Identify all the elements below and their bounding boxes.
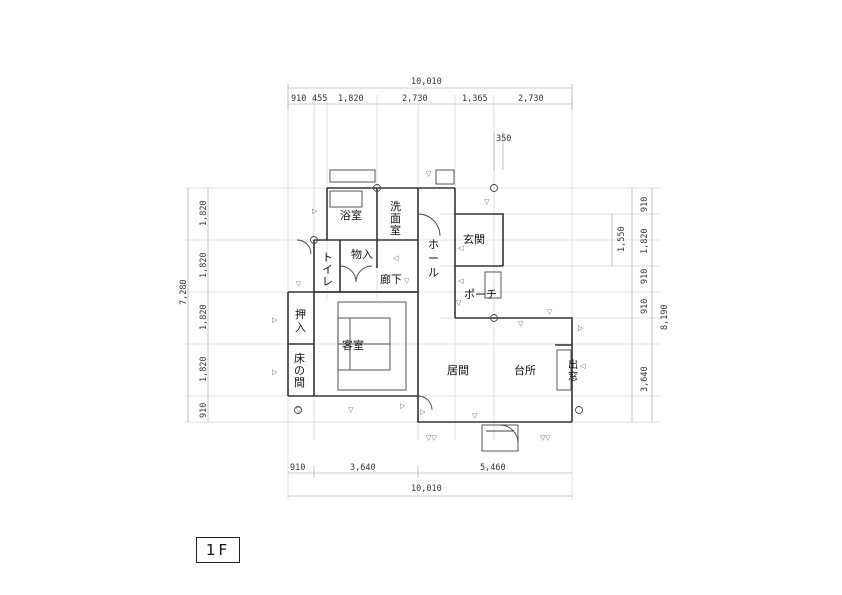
dim-top-seg-3: 1,820 bbox=[338, 94, 364, 104]
window-mark-3: ▽ bbox=[296, 406, 302, 414]
grid-lines bbox=[185, 95, 660, 500]
dimension-top: 10,010 910 455 1,820 2,730 1,365 2,730 3… bbox=[287, 77, 573, 170]
dim-right-seg-2: 1,820 bbox=[640, 228, 650, 254]
room-entrance: 玄関 bbox=[463, 232, 485, 246]
dim-bottom-seg-1: 910 bbox=[290, 463, 305, 473]
dim-top-seg-5: 1,365 bbox=[462, 94, 488, 104]
double-mark-1: ▽▽ bbox=[426, 434, 437, 442]
room-alcove-char-3: 間 bbox=[294, 376, 305, 389]
side-mark-2: ▷ bbox=[272, 368, 278, 376]
dim-left-seg-1: 1,820 bbox=[199, 200, 209, 226]
room-kitchen: 台所 bbox=[514, 363, 536, 377]
dim-right-seg-3: 910 bbox=[640, 269, 650, 284]
dim-left-seg-2: 1,820 bbox=[199, 252, 209, 278]
floor-label: 1F bbox=[196, 537, 240, 563]
dim-top-seg-6: 2,730 bbox=[518, 94, 544, 104]
room-hall-char-1: ホ bbox=[428, 238, 439, 251]
dim-right-inner: 1,550 bbox=[617, 226, 627, 252]
room-hall-char-3: ル bbox=[428, 266, 439, 279]
room-porch: ポーチ bbox=[464, 288, 497, 301]
side-mark-left-2: ◁ bbox=[458, 244, 464, 252]
dim-bottom-seg-3: 5,460 bbox=[480, 463, 506, 473]
dim-right-seg-1: 910 bbox=[640, 197, 650, 212]
dim-bottom-seg-2: 3,640 bbox=[350, 463, 376, 473]
window-mark-6: ▽ bbox=[456, 299, 462, 307]
window-mark-2: ▽ bbox=[296, 280, 302, 288]
room-toilet-char-3: レ bbox=[322, 275, 333, 288]
side-mark-6: ▷ bbox=[578, 324, 584, 332]
room-labels: 浴室 洗 面 室 物入 ト イ レ 廊下 ホ ー ル 玄関 ポーチ 押 入 客室… bbox=[294, 200, 578, 389]
dimension-right: 1,550 910 1,820 910 910 3,640 8,190 bbox=[611, 188, 670, 422]
side-mark-4: ▷ bbox=[400, 402, 406, 410]
room-closet-char-2: 入 bbox=[295, 321, 306, 334]
side-mark-1: ▷ bbox=[272, 316, 278, 324]
room-guest: 客室 bbox=[342, 338, 364, 352]
room-washroom-char-1: 洗 bbox=[390, 200, 401, 213]
window-mark-9: ▽ bbox=[484, 198, 490, 206]
side-mark-5: ▷ bbox=[420, 408, 426, 416]
room-storage: 物入 bbox=[351, 247, 373, 261]
double-mark-2: ▽▽ bbox=[540, 434, 551, 442]
dim-bottom-total: 10,010 bbox=[411, 484, 442, 494]
dimension-left: 7,280 1,820 1,820 1,820 1,820 910 bbox=[179, 188, 209, 422]
room-alcove-char-2: の bbox=[294, 364, 305, 377]
dimension-bottom: 910 3,640 5,460 10,010 bbox=[288, 463, 572, 497]
window-mark-8: ▽ bbox=[518, 320, 524, 328]
dim-left-seg-5: 910 bbox=[199, 403, 209, 418]
room-living: 居間 bbox=[447, 364, 469, 377]
window-mark-5: ▽ bbox=[547, 308, 553, 316]
dim-left-seg-3: 1,820 bbox=[199, 304, 209, 330]
walls bbox=[287, 169, 583, 452]
room-alcove-char-1: 床 bbox=[294, 351, 305, 365]
room-hall-char-2: ー bbox=[428, 252, 439, 265]
room-bay-char-2: 窓 bbox=[568, 370, 578, 383]
room-corridor: 廊下 bbox=[380, 272, 402, 286]
dim-right-seg-5: 3,640 bbox=[640, 366, 650, 392]
window-mark-7: ▽ bbox=[472, 412, 478, 420]
window-mark-1: ▽ bbox=[426, 170, 432, 178]
room-bay-char-1: 出 bbox=[568, 358, 578, 371]
window-marks: ▽ ▽ ▽ ▽ ▽ ▽ ▽ ▽ ▽ ▽ ▽▽ ▽▽ ▷ ▷ ▷ ▷ ▷ ▷ ◁ … bbox=[272, 170, 586, 442]
room-toilet-char-1: ト bbox=[322, 251, 333, 264]
side-mark-left-3: ◁ bbox=[580, 362, 586, 370]
dim-top-seg-4: 2,730 bbox=[402, 94, 428, 104]
window-mark-10: ▽ bbox=[404, 277, 410, 285]
side-mark-left-1: ◁ bbox=[458, 277, 464, 285]
dim-top-total: 10,010 bbox=[411, 77, 442, 87]
side-mark-left-4: ◁ bbox=[393, 254, 399, 262]
dim-left-seg-4: 1,820 bbox=[199, 356, 209, 382]
room-washroom-char-2: 面 bbox=[390, 212, 401, 225]
dim-right-seg-4: 910 bbox=[640, 299, 650, 314]
dim-top-seg-2: 455 bbox=[312, 94, 327, 104]
dim-top-seg-1: 910 bbox=[291, 94, 306, 104]
dim-left-total: 7,280 bbox=[179, 279, 189, 305]
room-washroom-char-3: 室 bbox=[390, 223, 401, 237]
room-toilet-char-2: イ bbox=[322, 263, 333, 276]
room-closet-char-1: 押 bbox=[295, 307, 306, 321]
window-mark-4: ▽ bbox=[348, 406, 354, 414]
dim-top-small: 350 bbox=[496, 134, 511, 144]
dim-right-total: 8,190 bbox=[660, 304, 670, 330]
side-mark-3: ▷ bbox=[312, 207, 318, 215]
room-bath: 浴室 bbox=[340, 208, 362, 222]
